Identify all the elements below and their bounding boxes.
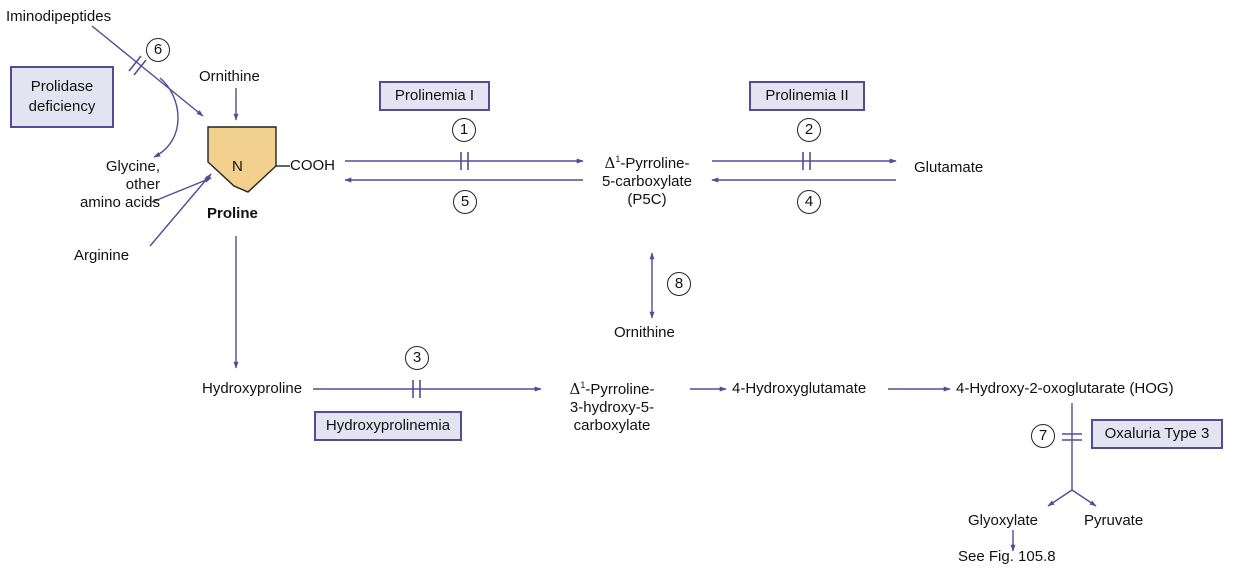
arrow-glycine-to-proline bbox=[151, 177, 212, 203]
label-proline: Proline bbox=[207, 205, 258, 222]
label-hp5c-sup: 1 bbox=[580, 380, 586, 390]
label-pyruvate: Pyruvate bbox=[1084, 512, 1144, 529]
label-cooh: COOH bbox=[290, 157, 335, 174]
label-arginine: Arginine bbox=[74, 247, 130, 264]
arrow-iminodipeptides-to-proline bbox=[91, 25, 204, 117]
label-see-fig: See Fig. 105.8 bbox=[958, 548, 1056, 565]
label-glyoxylate: Glyoxylate bbox=[968, 512, 1039, 529]
disease-box-hydroxyprolinemia: Hydroxyprolinemia bbox=[314, 411, 462, 441]
disease-box-prolinemia-1: Prolinemia I bbox=[379, 81, 490, 111]
label-ring-n: N bbox=[232, 158, 243, 175]
step-1-marker: 1 bbox=[452, 118, 476, 142]
label-p5c-text: -Pyrroline- 5-carboxylate (P5C) bbox=[601, 155, 693, 208]
label-glutamate: Glutamate bbox=[914, 159, 984, 176]
block-6a bbox=[128, 55, 142, 72]
label-glycine: Glycine, other amino acids bbox=[79, 158, 160, 211]
label-hydroxyglutamate: 4-Hydroxyglutamate bbox=[732, 380, 867, 397]
arrow-arginine-to-proline bbox=[149, 173, 212, 247]
disease-box-prolinemia-2: Prolinemia II bbox=[749, 81, 865, 111]
label-ornithine-mid: Ornithine bbox=[614, 324, 675, 341]
disease-box-prolidase-deficiency: Prolidase deficiency bbox=[10, 66, 114, 128]
proline-ring bbox=[207, 126, 277, 193]
label-hog: 4-Hydroxy-2-oxoglutarate (HOG) bbox=[956, 380, 1174, 397]
label-hp5c-text: -Pyrroline- 3-hydroxy-5- carboxylate bbox=[569, 381, 655, 434]
label-ornithine-top: Ornithine bbox=[199, 68, 260, 85]
arrow-to-pyruvate bbox=[1071, 489, 1097, 507]
disease-box-oxaluria-type-3: Oxaluria Type 3 bbox=[1091, 419, 1223, 449]
step-2-marker: 2 bbox=[797, 118, 821, 142]
label-p5c-delta: Δ bbox=[604, 154, 616, 172]
label-hp5c: Δ1-Pyrroline- 3-hydroxy-5- carboxylate bbox=[542, 380, 682, 435]
step-3-marker: 3 bbox=[405, 346, 429, 370]
step-5-marker: 5 bbox=[453, 190, 477, 214]
step-4-marker: 4 bbox=[797, 190, 821, 214]
label-p5c: Δ1-Pyrroline- 5-carboxylate (P5C) bbox=[577, 154, 717, 209]
step-6-marker: 6 bbox=[146, 38, 170, 62]
arrow-to-glyoxylate bbox=[1047, 489, 1073, 507]
label-hydroxyproline: Hydroxyproline bbox=[202, 380, 303, 397]
label-hp5c-delta: Δ bbox=[569, 380, 581, 398]
block-6b bbox=[133, 59, 147, 76]
step-7-marker: 7 bbox=[1031, 424, 1055, 448]
label-p5c-sup: 1 bbox=[615, 154, 621, 164]
arrow-to-glycine bbox=[153, 77, 179, 158]
label-iminodipeptides: Iminodipeptides bbox=[6, 8, 112, 25]
step-8-marker: 8 bbox=[667, 272, 691, 296]
